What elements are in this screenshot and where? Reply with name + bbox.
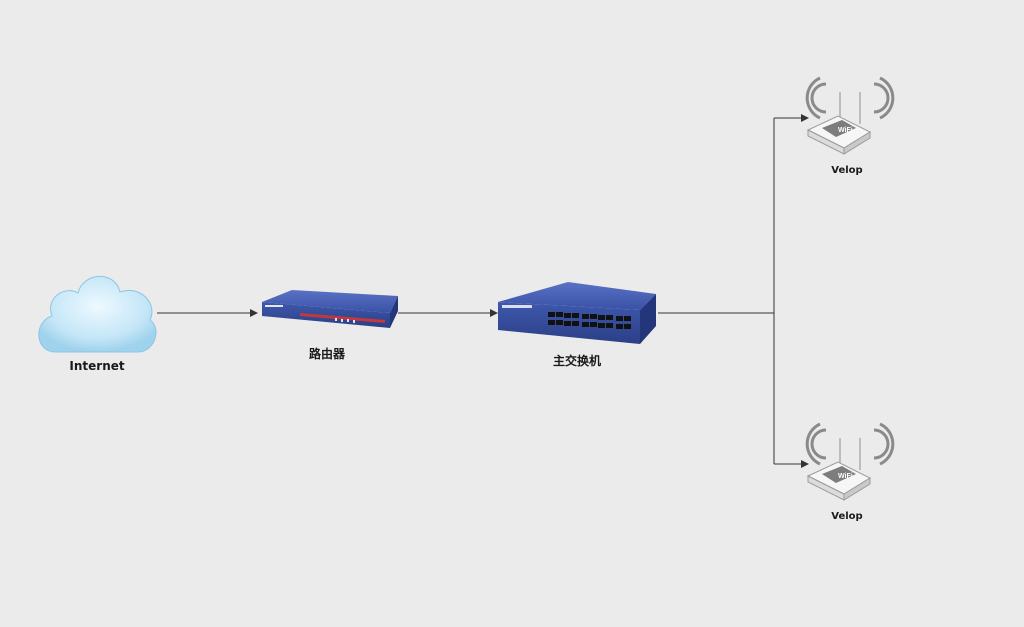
wifi-access-point-icon: WiFi — [805, 76, 895, 155]
ap-top-label: Velop — [831, 165, 863, 176]
svg-text:WiFi: WiFi — [838, 473, 853, 480]
router-label: 路由器 — [308, 347, 346, 361]
ap-bottom-label: Velop — [831, 511, 863, 522]
switch-ports — [548, 312, 631, 329]
switch-icon — [498, 282, 656, 344]
svg-text:WiFi: WiFi — [838, 127, 853, 134]
router-icon — [262, 290, 398, 328]
wifi-access-point-icon: WiFi — [805, 422, 895, 501]
internet-label: Internet — [69, 359, 125, 373]
connections — [157, 114, 809, 468]
cloud-icon — [38, 275, 157, 353]
switch-label: 主交换机 — [552, 354, 602, 368]
